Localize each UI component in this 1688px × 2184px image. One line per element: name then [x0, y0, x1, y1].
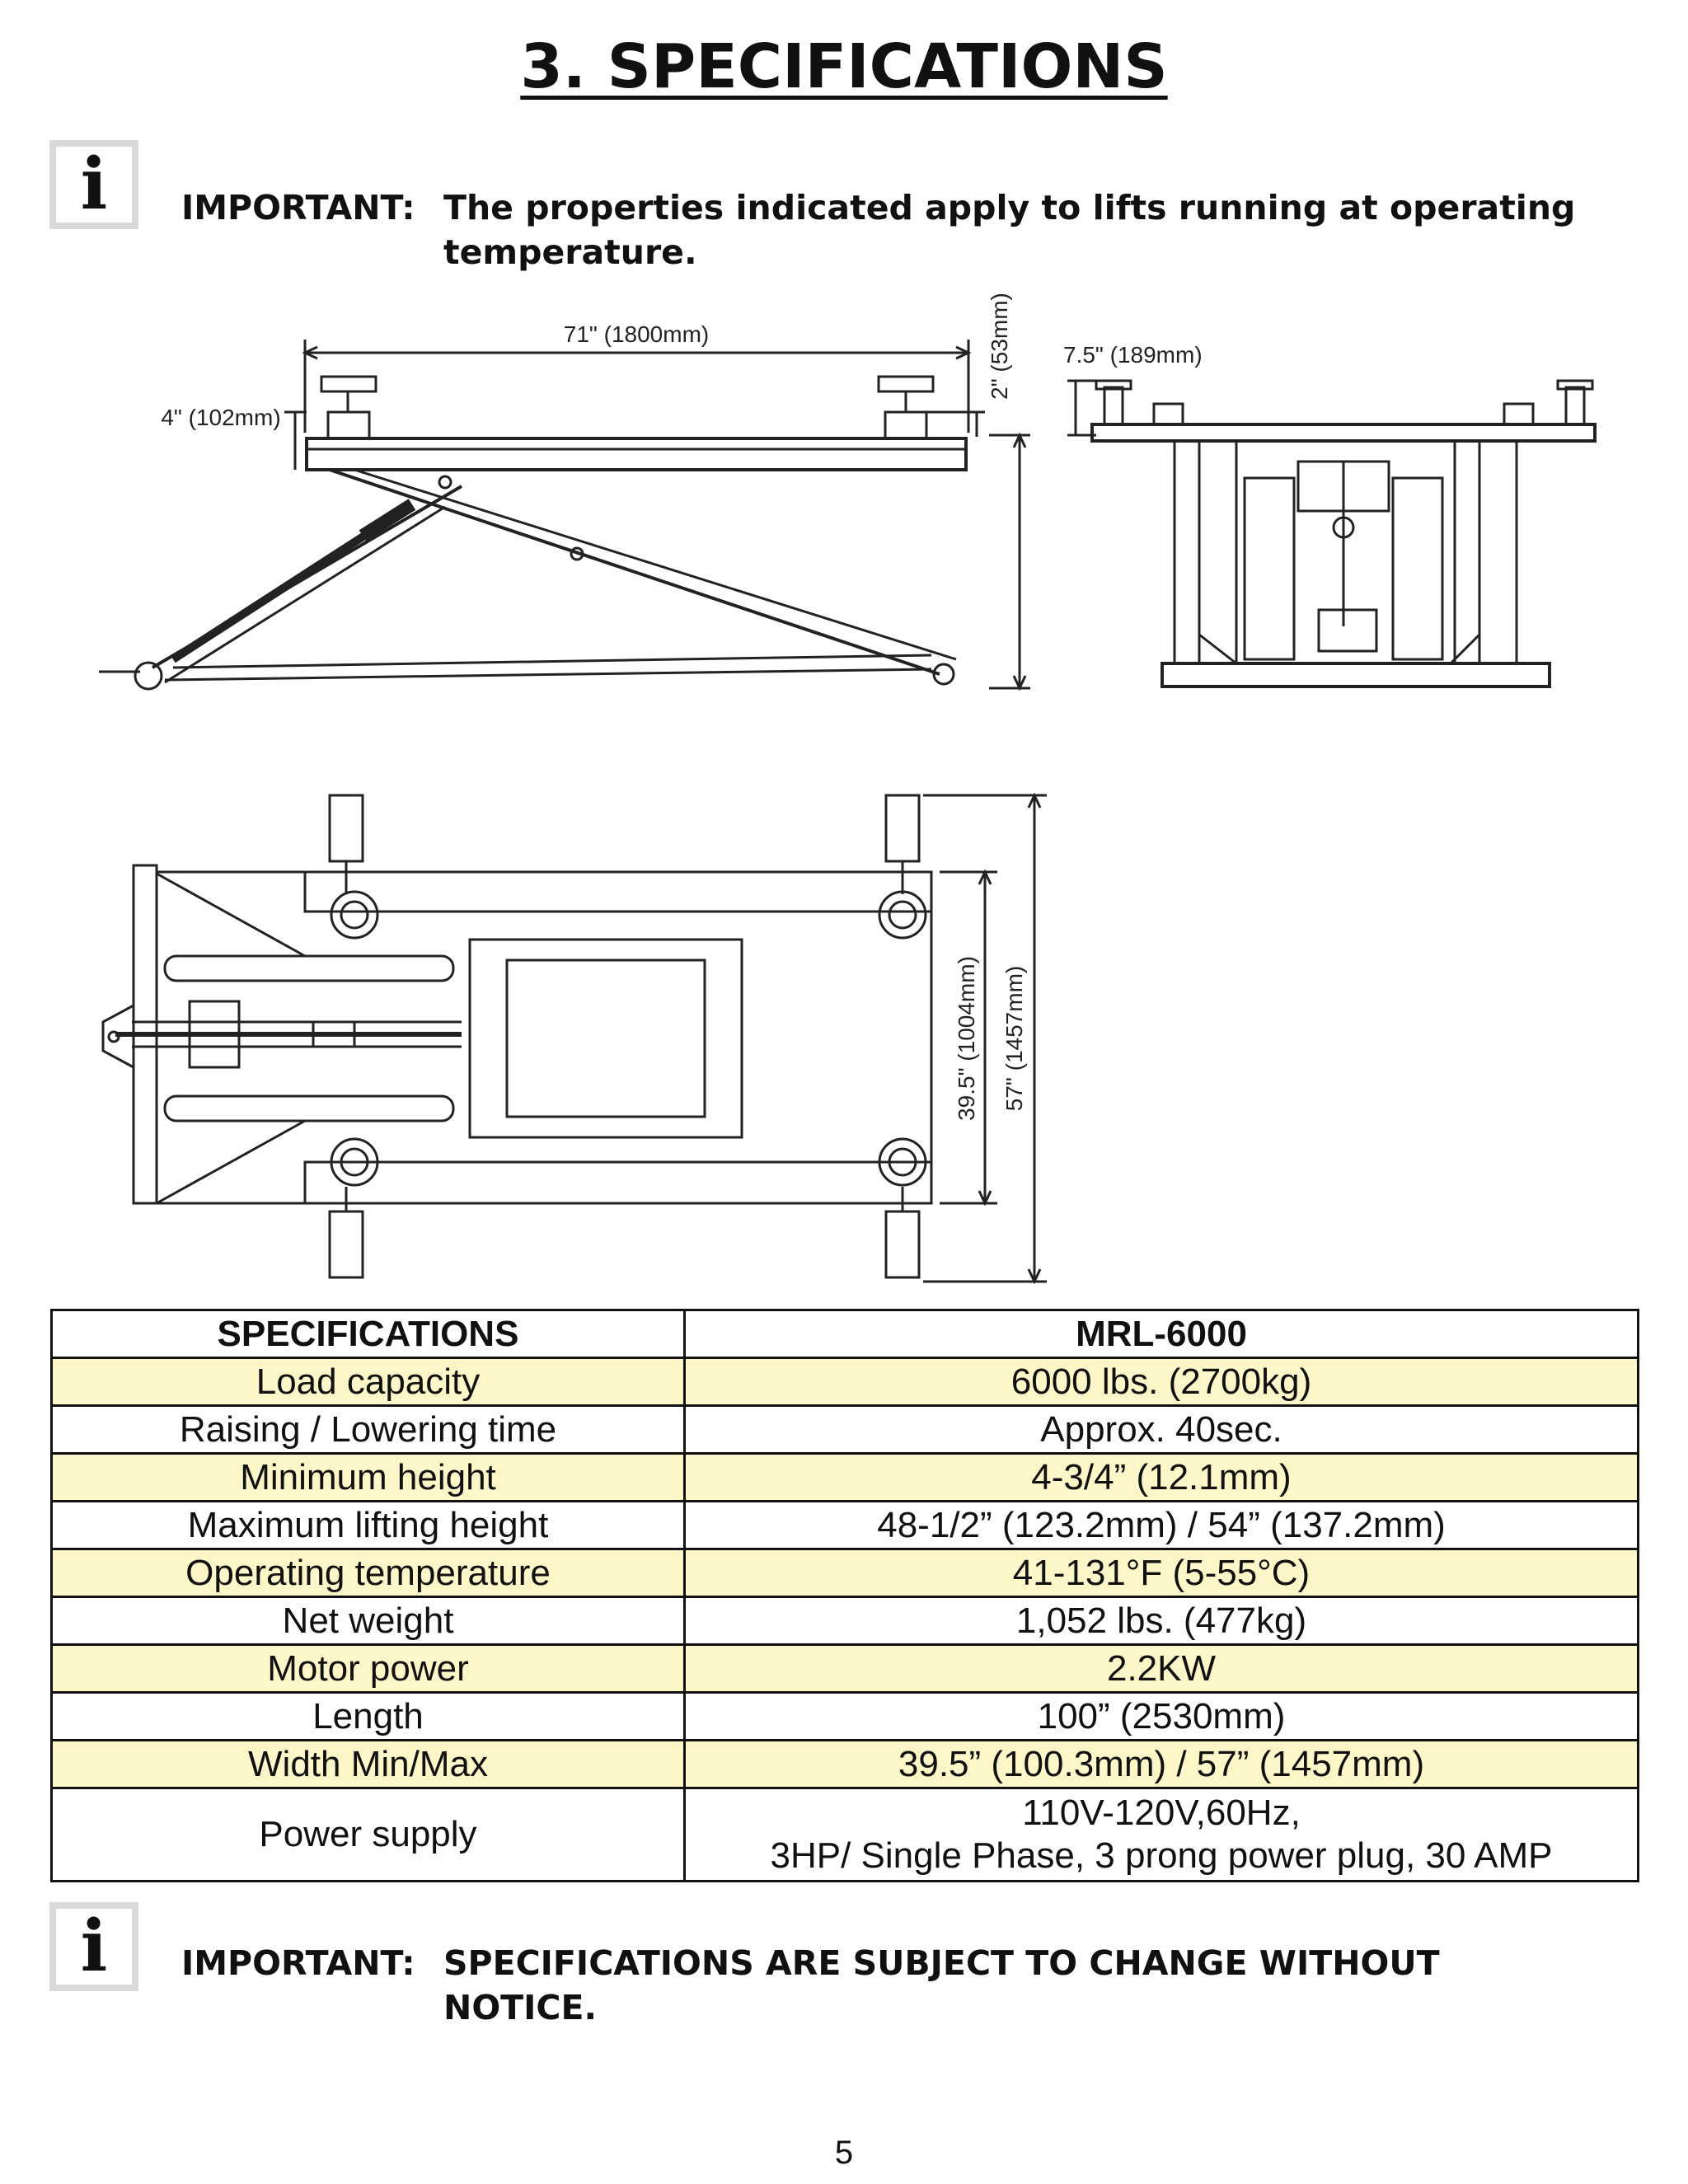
row-value: 6000 lbs. (2700kg) [683, 1357, 1639, 1407]
row-label: Operating temperature [50, 1548, 686, 1598]
note-text-line2: NOTICE. [443, 1988, 598, 2027]
row-value: Approx. 40sec. [683, 1404, 1639, 1455]
power-supply-line1: 110V-120V,60Hz, [1022, 1793, 1301, 1833]
end-view-drawing [1067, 379, 1597, 688]
row-value: 1,052 lbs. (477kg) [683, 1596, 1639, 1646]
dim-end-pad-height-label: 7.5" (189mm) [1063, 342, 1203, 368]
header-specifications: SPECIFICATIONS [50, 1309, 686, 1359]
row-label: Net weight [50, 1596, 686, 1646]
note-text-line1: SPECIFICATIONS ARE SUBJECT TO CHANGE WIT… [443, 1943, 1440, 1983]
row-value: 2.2KW [683, 1643, 1639, 1694]
row-value: 41-131°F (5-55°C) [683, 1548, 1639, 1598]
header-model: MRL-6000 [683, 1309, 1639, 1359]
row-label: Load capacity [50, 1357, 686, 1407]
row-value: 48-1/2” (123.2mm) / 54” (137.2mm) [683, 1500, 1639, 1550]
info-icon: i [49, 1902, 138, 1991]
page-title: 3. SPECIFICATIONS [520, 31, 1168, 102]
row-value: 100” (2530mm) [683, 1691, 1639, 1741]
power-supply-line2: 3HP/ Single Phase, 3 prong power plug, 3… [770, 1835, 1553, 1876]
table-row: Power supply 110V-120V,60Hz, 3HP/ Single… [50, 1787, 1639, 1882]
note-text-line1: The properties indicated apply to lifts … [443, 188, 1576, 227]
note-label: IMPORTANT: [181, 1943, 415, 1983]
note-text-line2: temperature. [443, 232, 697, 272]
row-label: Raising / Lowering time [50, 1404, 686, 1455]
page-number: 5 [834, 2135, 854, 2171]
dim-length-label: 71" (1800mm) [564, 321, 709, 347]
row-label: Power supply [50, 1787, 686, 1882]
row-value: 4-3/4” (12.1mm) [683, 1452, 1639, 1502]
lift-technical-drawing: 71" (1800mm) 4" (102mm) 2" (53mm) 7.5" (… [99, 293, 1597, 1285]
dim-inner-width-label: 39.5" (1004mm) [954, 956, 979, 1121]
side-view-drawing [99, 340, 1030, 691]
dim-pad-height-label: 2" (53mm) [987, 293, 1012, 400]
row-label: Maximum lifting height [50, 1500, 686, 1550]
important-note-bottom: IMPORTANT: SPECIFICATIONS ARE SUBJECT TO … [181, 1941, 1440, 2030]
note-label: IMPORTANT: [181, 188, 415, 227]
row-label: Minimum height [50, 1452, 686, 1502]
dim-outer-width-label: 57" (1457mm) [1001, 966, 1027, 1111]
row-label: Length [50, 1691, 686, 1741]
row-value: 110V-120V,60Hz, 3HP/ Single Phase, 3 pro… [683, 1787, 1639, 1882]
table-header-row: SPECIFICATIONS MRL-6000 [50, 1309, 1639, 1359]
dim-platform-thickness-label: 4" (102mm) [161, 405, 280, 430]
row-value: 39.5” (100.3mm) / 57” (1457mm) [683, 1739, 1639, 1789]
top-view-drawing [101, 792, 1047, 1285]
row-label: Motor power [50, 1643, 686, 1694]
info-icon: i [49, 140, 138, 229]
row-label: Width Min/Max [50, 1739, 686, 1789]
important-note-top: IMPORTANT: The properties indicated apply… [181, 185, 1575, 274]
